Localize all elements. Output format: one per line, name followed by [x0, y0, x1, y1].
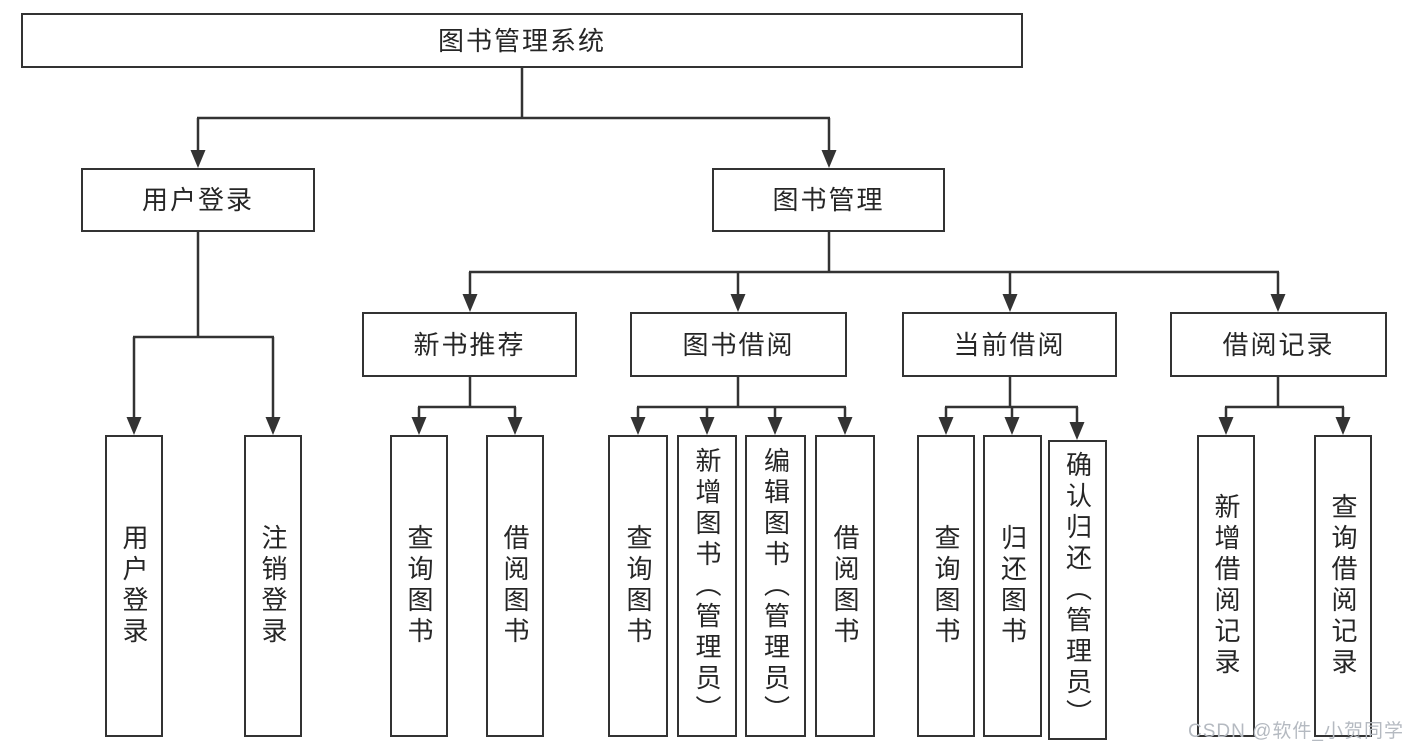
leaf-newbook-borrow-books: 借阅图书: [486, 435, 544, 737]
node-user-login-label: 用户登录: [141, 185, 254, 215]
connector-current: [938, 377, 1085, 440]
leaf-add-book-admin: 新增图书（管理员）: [677, 435, 737, 737]
leaf-confirm-return-admin-label: 确认归还（管理员）: [1062, 450, 1093, 730]
node-root: 图书管理系统: [21, 13, 1023, 68]
node-current-borrow: 当前借阅: [902, 312, 1117, 377]
leaf-user-login-label: 用户登录: [119, 524, 149, 648]
leaf-edit-book-admin: 编辑图书（管理员）: [745, 435, 806, 737]
node-book-borrow-label: 图书借阅: [682, 329, 795, 360]
connector-management: [462, 232, 1286, 312]
leaf-user-login: 用户登录: [105, 435, 163, 737]
node-borrow-records: 借阅记录: [1170, 312, 1387, 377]
node-current-borrow-label: 当前借阅: [953, 329, 1066, 360]
connector-login: [126, 232, 281, 435]
leaf-query-borrow-record-label: 查询借阅记录: [1328, 493, 1358, 679]
csdn-watermark: CSDN @软件_小贺同学: [1188, 721, 1404, 742]
node-book-borrow: 图书借阅: [630, 312, 847, 377]
leaf-borrow-query-books-label: 查询图书: [623, 524, 653, 648]
leaf-newbook-borrow-books-label: 借阅图书: [500, 524, 530, 648]
connector-records: [1218, 377, 1351, 435]
leaf-current-query-books: 查询图书: [917, 435, 975, 737]
node-book-management-label: 图书管理: [772, 185, 885, 215]
node-root-label: 图书管理系统: [437, 25, 606, 56]
leaf-edit-book-admin-label: 编辑图书（管理员）: [760, 446, 791, 726]
leaf-borrow-query-books: 查询图书: [608, 435, 668, 737]
leaf-logout: 注销登录: [244, 435, 302, 737]
connector-root: [190, 68, 837, 168]
leaf-add-borrow-record-label: 新增借阅记录: [1211, 493, 1241, 679]
leaf-logout-label: 注销登录: [258, 524, 288, 648]
connector-borrow: [630, 377, 853, 435]
leaf-return-book: 归还图书: [983, 435, 1042, 737]
leaf-return-book-label: 归还图书: [997, 524, 1028, 648]
leaf-borrow-book: 借阅图书: [815, 435, 875, 737]
leaf-borrow-book-label: 借阅图书: [830, 524, 860, 648]
node-book-management: 图书管理: [712, 168, 945, 232]
leaf-add-book-admin-label: 新增图书（管理员）: [692, 446, 722, 726]
leaf-add-borrow-record: 新增借阅记录: [1197, 435, 1255, 737]
node-new-book-recommend: 新书推荐: [362, 312, 577, 377]
leaf-query-borrow-record: 查询借阅记录: [1314, 435, 1372, 737]
leaf-newbook-query-books-label: 查询图书: [404, 524, 434, 648]
node-user-login: 用户登录: [81, 168, 315, 232]
leaf-newbook-query-books: 查询图书: [390, 435, 448, 737]
leaf-current-query-books-label: 查询图书: [931, 524, 961, 648]
connector-newbook: [411, 377, 523, 435]
leaf-confirm-return-admin: 确认归还（管理员）: [1048, 440, 1107, 740]
node-new-book-recommend-label: 新书推荐: [413, 329, 526, 360]
node-borrow-records-label: 借阅记录: [1222, 329, 1335, 360]
